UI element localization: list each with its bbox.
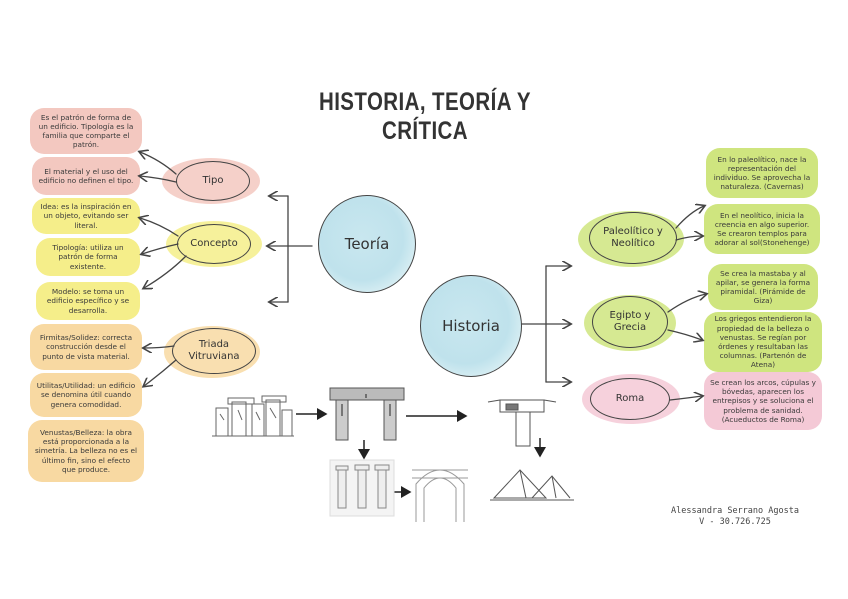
columns-sketch [329, 459, 395, 517]
concepto-note-2: Tipología: utiliza un patrón de forma ex… [36, 238, 140, 276]
triada-node: Triada Vitruviana [172, 328, 256, 374]
triada-note-2: Utilitas/Utilidad: un edificio se denomi… [30, 373, 142, 417]
paleolitico-note-2: En el neolítico, inicia la creencia en a… [704, 204, 820, 254]
paleolitico-note-1: En lo paleolítico, nace la representació… [706, 148, 818, 198]
pyramids-sketch [490, 469, 574, 501]
roma-label: Roma [615, 393, 645, 404]
historia-node: Historia [420, 275, 522, 377]
paleolitico-label: Paleolítico y Neolítico [603, 226, 663, 249]
roma-node: Roma [590, 378, 670, 420]
tipo-note-1: Es el patrón de forma de un edificio. Ti… [30, 108, 142, 154]
teoria-node: Teoría [318, 195, 416, 293]
arch-sketch [412, 469, 468, 522]
concepto-note-3: Modelo: se toma un edificio específico y… [36, 282, 140, 320]
page-title: HISTORIA, TEORÍA Y CRÍTICA [318, 88, 532, 145]
tipo-node: Tipo [176, 161, 250, 201]
teoria-label: Teoría [344, 235, 390, 253]
concepto-label: Concepto [190, 238, 238, 249]
tipo-label: Tipo [202, 175, 224, 186]
triada-note-3: Venustas/Belleza: la obra está proporcio… [28, 420, 144, 482]
concepto-note-1: Idea: es la inspiración en un objeto, ev… [32, 198, 140, 234]
egipto-label: Egipto y Grecia [609, 310, 651, 333]
tipo-note-2: El material y el uso del edificio no def… [32, 157, 140, 195]
paleolitico-node: Paleolítico y Neolítico [589, 212, 677, 264]
egipto-node: Egipto y Grecia [592, 296, 668, 348]
egipto-note-1: Se crea la mastaba y al apilar, se gener… [708, 264, 818, 310]
historia-label: Historia [442, 317, 500, 335]
egipto-note-2: Los griegos entendieron la propiedad de … [704, 312, 822, 372]
stonehenge-sketch [212, 395, 294, 437]
author-name: Alessandra Serrano Agosta [671, 506, 799, 516]
post-lintel-sketch [329, 387, 405, 441]
author-block: Alessandra Serrano Agosta V - 30.726.725 [660, 506, 810, 528]
mastaba-sketch [487, 399, 557, 447]
triada-label: Triada Vitruviana [188, 339, 240, 362]
author-id: V - 30.726.725 [699, 517, 771, 527]
roma-note-1: Se crean los arcos, cúpulas y bóvedas, a… [704, 372, 822, 430]
triada-note-1: Firmitas/Solidez: correcta construcción … [30, 324, 142, 370]
